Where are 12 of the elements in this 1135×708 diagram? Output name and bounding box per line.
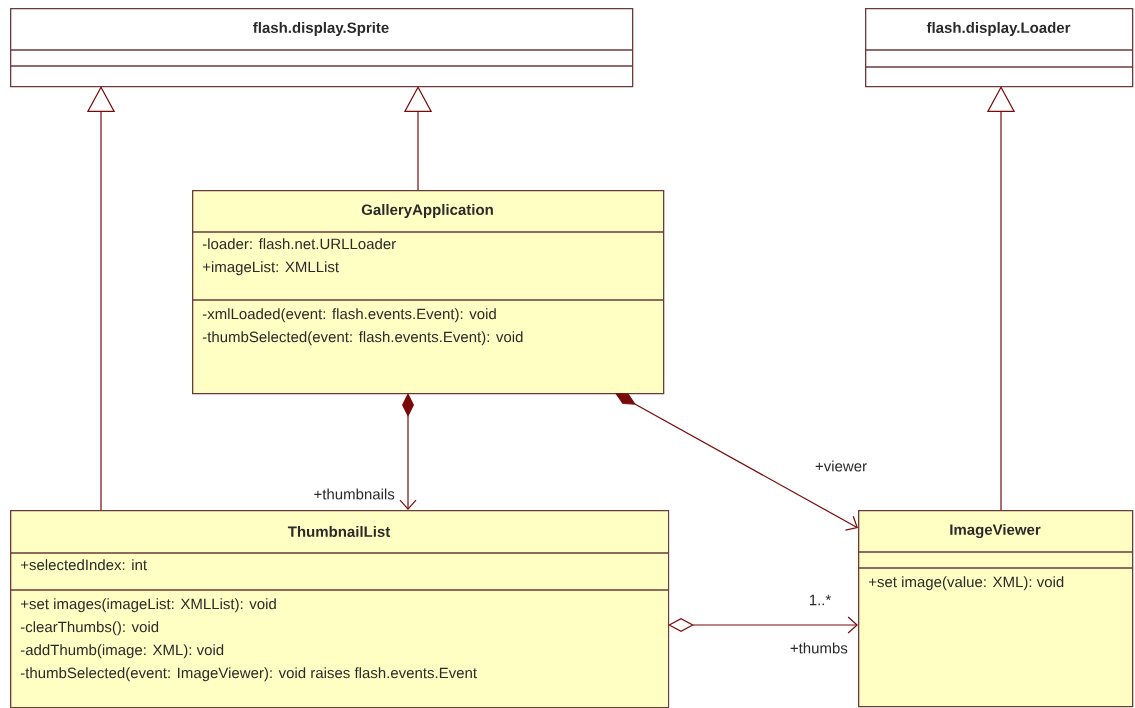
class-box: flash.display.Loader: [864, 8, 1134, 88]
association-arrow: [399, 393, 417, 510]
role-label: +thumbnails: [312, 487, 396, 501]
role-label: +viewer: [813, 459, 869, 473]
class-box: flash.display.Sprite: [9, 8, 634, 88]
association-arrow: [668, 616, 858, 634]
class-box: ImageViewer +set image(value: XML): void: [857, 510, 1134, 708]
association-arrow: [615, 393, 858, 531]
role-label: +thumbs: [788, 641, 849, 655]
class-box: ThumbnailList +selectedIndex: int +set images(imageList: XMLList): void -clearThumbs(): void -addThumb(image: XML): void -thumbSelected(event: ImageViewer): void raises flash.events.Event: [9, 510, 670, 708]
class-box: GalleryApplication -loader: flash.net.URLLoader +imageList: XMLList -xmlLoaded(event: flash.events.Event): void -thumbSelected(event: flash.events.Event): void: [191, 190, 665, 395]
multiplicity-label: 1..*: [807, 593, 833, 607]
